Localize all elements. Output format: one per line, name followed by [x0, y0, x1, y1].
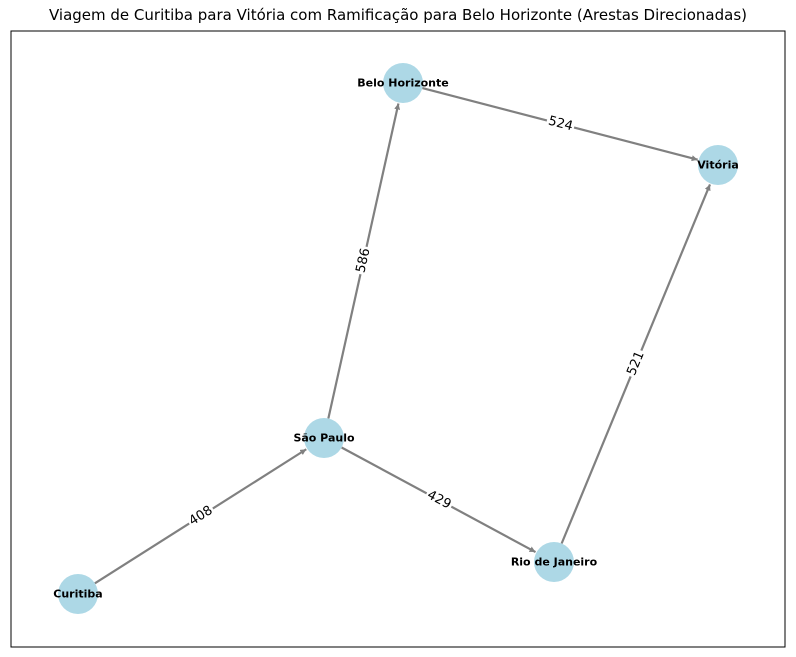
node-circle — [383, 63, 423, 103]
node-rio-de-janeiro: Rio de Janeiro — [511, 542, 598, 582]
edge-label-background — [622, 347, 650, 380]
edge-label-rio-vitoria: 521 — [622, 347, 650, 380]
node-label: Rio de Janeiro — [511, 556, 598, 569]
edge-label-curitiba-saopaulo: 408 — [184, 500, 218, 532]
node-label: São Paulo — [293, 432, 355, 445]
node-circle — [534, 542, 574, 582]
node-belo-horizonte: Belo Horizonte — [357, 63, 449, 103]
node-circle — [698, 145, 738, 185]
edge-label-background — [351, 244, 376, 277]
node-label: Curitiba — [53, 588, 102, 601]
edge-weight-label: 586 — [353, 247, 373, 274]
edge-label-background — [422, 485, 456, 515]
edges-layer — [94, 86, 711, 585]
node-circle — [58, 574, 98, 614]
edge-label-background — [184, 500, 218, 532]
node-curitiba: Curitiba — [53, 574, 103, 614]
edge-label-background — [544, 111, 577, 137]
edge-labels-layer: 408 429 586 521 524 — [184, 111, 650, 532]
node-sao-paulo: São Paulo — [293, 418, 355, 458]
edge-label-saopaulo-bh: 586 — [351, 244, 376, 277]
diagram-title: Viagem de Curitiba para Vitória com Rami… — [48, 6, 748, 24]
node-label: Belo Horizonte — [357, 77, 448, 90]
node-circle — [304, 418, 344, 458]
node-vitoria: Vitória — [697, 145, 739, 185]
edge-label-bh-vitoria: 524 — [544, 111, 577, 137]
edge-label-saopaulo-rio: 429 — [422, 485, 456, 515]
edge-weight-label: 524 — [547, 114, 575, 135]
node-label: Vitória — [697, 159, 739, 172]
plot-frame — [10, 30, 786, 648]
